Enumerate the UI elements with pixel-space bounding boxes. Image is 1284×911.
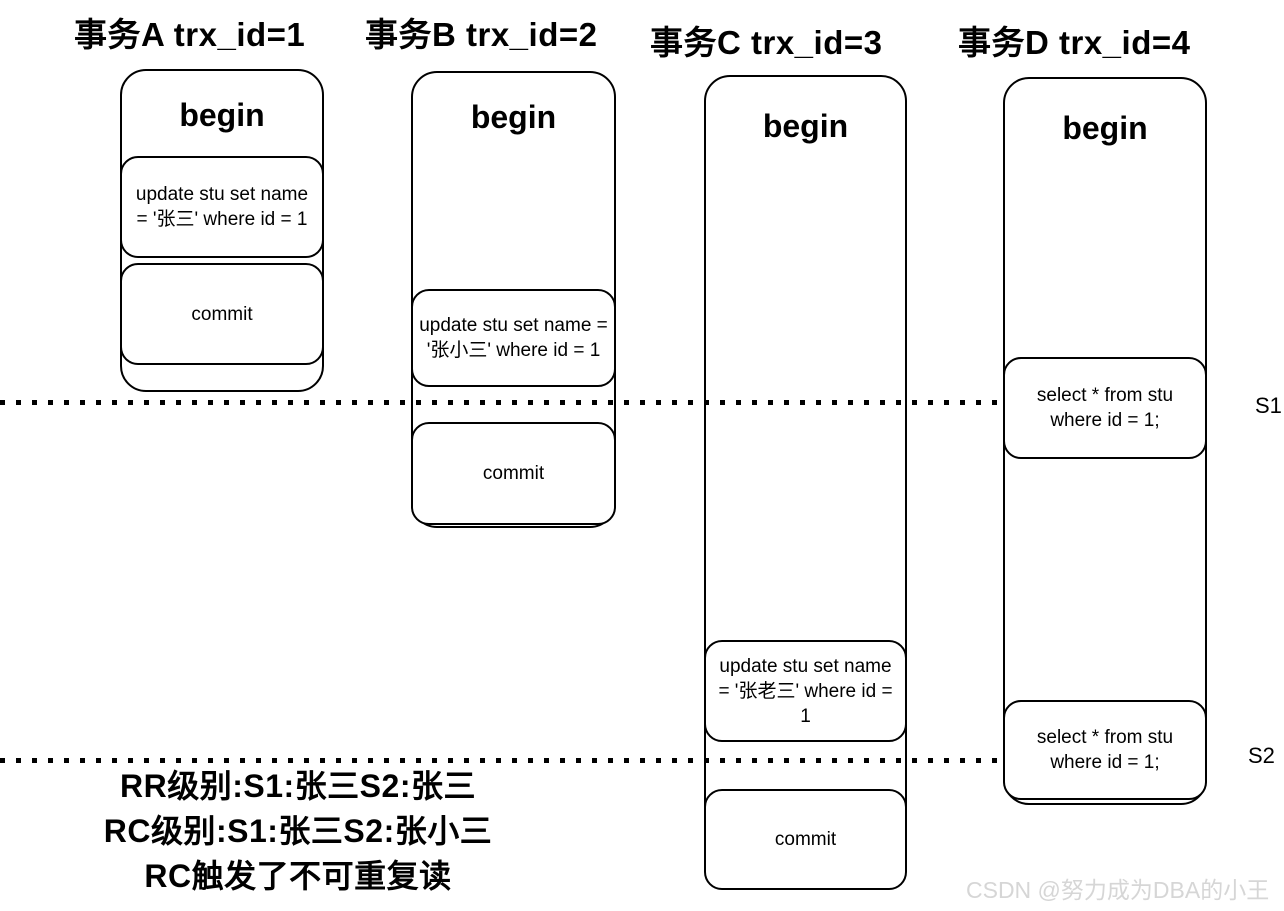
csdn-watermark: CSDN @努力成为DBA的小王 <box>966 877 1270 903</box>
annotation-line-rc: RC级别:S1:张三S2:张小三 <box>103 813 493 849</box>
sql-step-box: update stu set name = '张小三' where id = 1 <box>411 289 616 387</box>
timeline-s1-dotted-line <box>0 400 1003 405</box>
begin-label: begin <box>470 99 557 135</box>
timeline-marker-s2: S2 <box>1248 743 1275 768</box>
transaction-b-lane: begin update stu set name = '张小三' where … <box>411 71 616 528</box>
transaction-d-title: 事务D trx_id=4 <box>958 24 1191 61</box>
transaction-b-title: 事务B trx_id=2 <box>365 16 598 53</box>
sql-step-box: update stu set name = '张三' where id = 1 <box>120 156 324 258</box>
transaction-c-lane: begin update stu set name = '张老三' where … <box>704 75 907 890</box>
annotation-line-rr: RR级别:S1:张三S2:张三 <box>120 768 476 804</box>
begin-label: begin <box>1062 110 1148 146</box>
begin-label: begin <box>762 108 849 144</box>
commit-box: commit <box>120 263 324 365</box>
transaction-a-title: 事务A trx_id=1 <box>74 16 306 53</box>
commit-box: commit <box>704 789 907 890</box>
transaction-d-lane: begin select * from stu where id = 1; se… <box>1003 77 1207 805</box>
timeline-marker-s1: S1 <box>1255 393 1282 418</box>
annotation-line-conclusion: RC触发了不可重复读 <box>144 858 452 894</box>
sql-step-box: update stu set name = '张老三' where id = 1 <box>704 640 907 742</box>
sql-step-box: select * from stu where id = 1; <box>1003 700 1207 800</box>
sql-step-box: select * from stu where id = 1; <box>1003 357 1207 459</box>
commit-box: commit <box>411 422 616 525</box>
timeline-s2-dotted-line <box>0 758 1003 763</box>
isolation-level-annotation: RR级别:S1:张三S2:张三 RC级别:S1:张三S2:张小三 RC触发了不可… <box>0 764 596 899</box>
transaction-c-title: 事务C trx_id=3 <box>650 24 883 61</box>
begin-label: begin <box>179 97 265 133</box>
transaction-a-lane: begin update stu set name = '张三' where i… <box>120 69 324 392</box>
